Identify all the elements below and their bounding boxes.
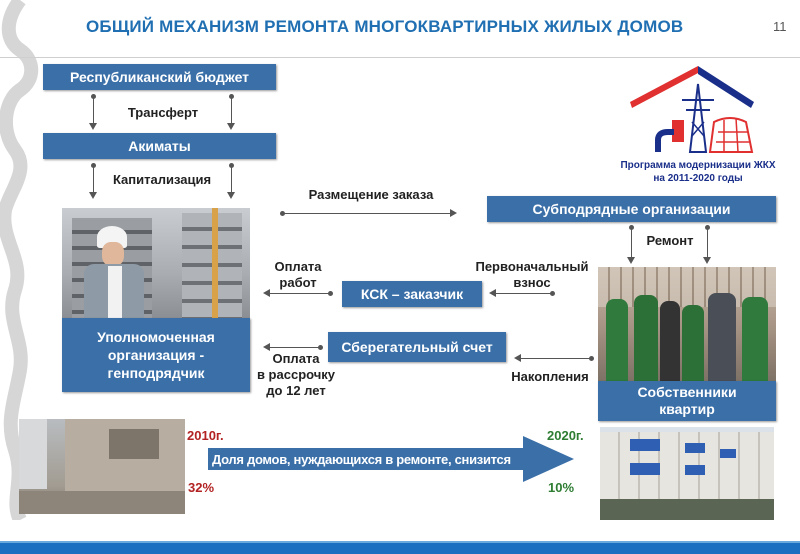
accumulation-label: Накопления bbox=[511, 369, 589, 384]
arrow-left-icon bbox=[489, 289, 496, 297]
capitalization-label: Капитализация bbox=[112, 172, 212, 187]
arrow-line bbox=[231, 96, 232, 124]
arrow-line bbox=[270, 347, 320, 348]
arrow-line bbox=[270, 293, 330, 294]
arrow-down-icon bbox=[227, 192, 235, 199]
arrow-line bbox=[93, 165, 94, 193]
arrow-left-icon bbox=[514, 354, 521, 362]
connector-dot bbox=[328, 291, 333, 296]
arrow-down-icon bbox=[703, 257, 711, 264]
trend-arrow-text: Доля домов, нуждающихся в ремонте, снизи… bbox=[212, 452, 511, 467]
year-2020: 2020г. bbox=[547, 428, 584, 443]
connector-dot bbox=[589, 356, 594, 361]
arrow-down-icon bbox=[89, 123, 97, 130]
owners-photo bbox=[598, 267, 776, 381]
connector-dot bbox=[318, 345, 323, 350]
renovated-building-photo bbox=[600, 427, 774, 520]
transfer-label: Трансферт bbox=[127, 105, 199, 120]
connector-dot bbox=[550, 291, 555, 296]
contractor-photo bbox=[62, 208, 250, 318]
percent-2020: 10% bbox=[548, 480, 575, 495]
trend-arrow bbox=[208, 436, 574, 482]
arrow-line bbox=[521, 358, 591, 359]
program-logo: Программа модернизации ЖКХ на 2011-2020 … bbox=[618, 62, 778, 192]
footer-bar bbox=[0, 541, 800, 554]
arrow-line bbox=[631, 227, 632, 258]
arrow-down-icon bbox=[627, 257, 635, 264]
arrow-down-icon bbox=[89, 192, 97, 199]
arrow-left-icon bbox=[263, 289, 270, 297]
arrow-down-icon bbox=[227, 123, 235, 130]
logo-title-line2: на 2011-2020 годы bbox=[653, 173, 743, 184]
owners-box: Собственники квартир bbox=[598, 381, 776, 421]
ornament-decoration bbox=[0, 0, 39, 520]
republican-budget-box: Республиканский бюджет bbox=[43, 64, 276, 90]
old-building-photo bbox=[19, 419, 185, 514]
arrow-line bbox=[231, 165, 232, 193]
repair-label: Ремонт bbox=[646, 233, 694, 248]
logo-graphic bbox=[630, 66, 754, 153]
contractor-box: Уполномоченная организация - генподрядчи… bbox=[62, 318, 250, 392]
arrow-left-icon bbox=[263, 343, 270, 351]
ksk-customer-box: КСК – заказчик bbox=[342, 281, 482, 307]
order-placement-label: Размещение заказа bbox=[308, 187, 434, 202]
page-number: 11 bbox=[773, 19, 787, 34]
slide-title: ОБЩИЙ МЕХАНИЗМ РЕМОНТА МНОГОКВАРТИРНЫХ Ж… bbox=[86, 17, 684, 36]
arrow-right-icon bbox=[450, 209, 457, 217]
logo-title-line1: Программа модернизации ЖКХ bbox=[620, 160, 776, 171]
title-divider bbox=[0, 57, 800, 58]
arrow-line bbox=[707, 227, 708, 258]
percent-2010: 32% bbox=[188, 480, 215, 495]
year-2010: 2010г. bbox=[187, 428, 224, 443]
arrow-line bbox=[496, 293, 552, 294]
akimats-box: Акиматы bbox=[43, 133, 276, 159]
arrow-line bbox=[282, 213, 450, 214]
subcontractors-box: Субподрядные организации bbox=[487, 196, 776, 222]
savings-account-box: Сберегательный счет bbox=[328, 332, 506, 362]
arrow-line bbox=[93, 96, 94, 124]
